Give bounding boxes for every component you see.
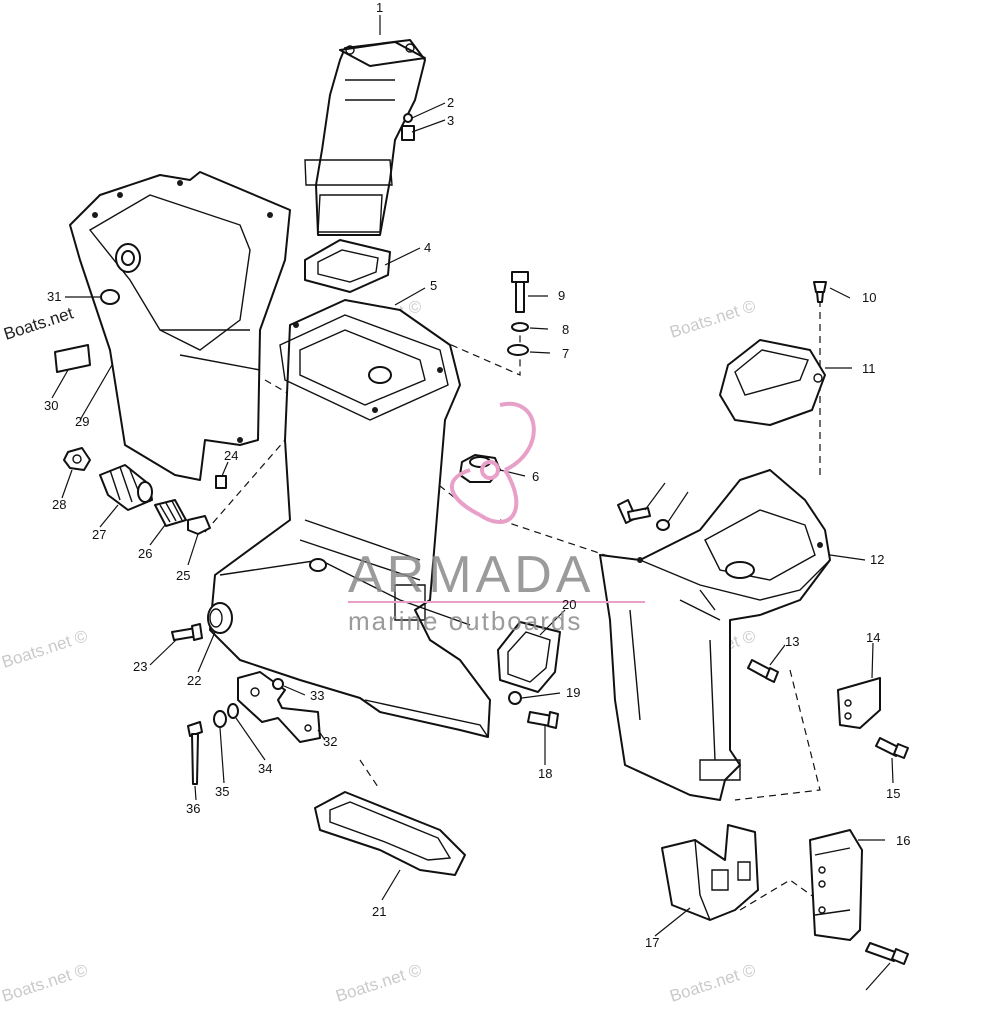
part-10-screw <box>813 281 827 303</box>
callout-21: 21 <box>372 904 386 919</box>
part-12-midsection <box>599 469 831 801</box>
callout-23: 23 <box>133 659 147 674</box>
part-27-grommet <box>99 464 153 511</box>
callout-32: 32 <box>323 734 337 749</box>
part-24-pin <box>215 475 227 489</box>
part-35-washer <box>213 710 227 728</box>
watermark-text: Boats.net © <box>0 626 90 672</box>
callout-20: 20 <box>562 597 576 612</box>
part-36-bolt <box>187 721 203 785</box>
armada-logo: ARMADA marine outboards <box>348 401 645 636</box>
watermark-text: Boats.net © <box>667 960 758 1006</box>
part-21-seal <box>314 791 466 876</box>
callout-14: 14 <box>866 630 880 645</box>
part-1-exhaust-tube <box>304 39 426 236</box>
part-19-nut <box>508 691 522 705</box>
part-29-cowl <box>69 171 291 481</box>
part-33-nut <box>272 678 284 690</box>
part-4-gasket <box>304 239 391 293</box>
propeller-icon <box>449 401 536 524</box>
callout-7: 7 <box>562 346 569 361</box>
part-13-bolt <box>747 659 779 683</box>
callout-24: 24 <box>224 448 238 463</box>
callout-6: 6 <box>532 469 539 484</box>
callout-19: 19 <box>566 685 580 700</box>
callout-35: 35 <box>215 784 229 799</box>
brand-tagline: marine outboards <box>348 606 582 636</box>
callout-34: 34 <box>258 761 272 776</box>
part-26-spring <box>154 499 187 527</box>
callout-18: 18 <box>538 766 552 781</box>
part-15-bolt <box>865 942 909 965</box>
callout-22: 22 <box>187 673 201 688</box>
part-16-bracket <box>809 829 863 941</box>
part-7-8-9-bolt-set-upper <box>507 271 529 356</box>
part-11-cover <box>719 339 826 426</box>
part-14-clamp <box>837 677 881 729</box>
part-2-3-screw <box>401 113 415 141</box>
callout-5: 5 <box>430 278 437 293</box>
callout-33: 33 <box>310 688 324 703</box>
part-22-bushing <box>207 602 233 634</box>
part-17-bracket <box>661 824 759 921</box>
callout-13: 13 <box>785 634 799 649</box>
callout-28: 28 <box>52 497 66 512</box>
part-25-clip <box>187 515 211 535</box>
callout-17: 17 <box>645 935 659 950</box>
watermark-text: Boats.net © <box>0 960 90 1006</box>
callout-27: 27 <box>92 527 106 542</box>
callout-10: 10 <box>862 290 876 305</box>
callout-36: 36 <box>186 801 200 816</box>
part-23-bolt <box>171 623 203 641</box>
part-20-plate <box>497 621 561 693</box>
callout-25: 25 <box>176 568 190 583</box>
watermark-text: Boats.net © <box>667 296 758 342</box>
callout-11: 11 <box>862 361 876 376</box>
part-5-drive-shaft-housing <box>209 299 491 738</box>
callout-29: 29 <box>75 414 89 429</box>
callout-numbers: 1 2 3 4 5 6 7 8 9 10 11 12 13 14 15 16 1… <box>44 0 910 950</box>
part-15-bolt <box>875 737 909 759</box>
brand-name: ARMADA <box>348 546 594 604</box>
callout-31: 31 <box>47 289 61 304</box>
callout-26: 26 <box>138 546 152 561</box>
callout-8: 8 <box>562 322 569 337</box>
callout-12: 12 <box>870 552 884 567</box>
watermark-text-left: Boats.net <box>1 303 75 343</box>
callout-3: 3 <box>447 113 454 128</box>
watermark-text: Boats.net © <box>333 960 424 1006</box>
part-18-bolt <box>527 711 559 729</box>
callout-1: 1 <box>376 0 383 15</box>
callout-16: 16 <box>896 833 910 848</box>
callout-15: 15 <box>886 786 900 801</box>
part-28-nut <box>63 447 91 471</box>
callout-2: 2 <box>447 95 454 110</box>
callout-4: 4 <box>424 240 431 255</box>
part-34-washer <box>227 703 239 719</box>
callout-30: 30 <box>44 398 58 413</box>
callout-9: 9 <box>558 288 565 303</box>
part-8-9-bolt-set-side <box>617 499 670 531</box>
part-30-decal <box>54 344 91 373</box>
leader-lines <box>51 15 894 991</box>
part-31-plug <box>100 289 120 305</box>
